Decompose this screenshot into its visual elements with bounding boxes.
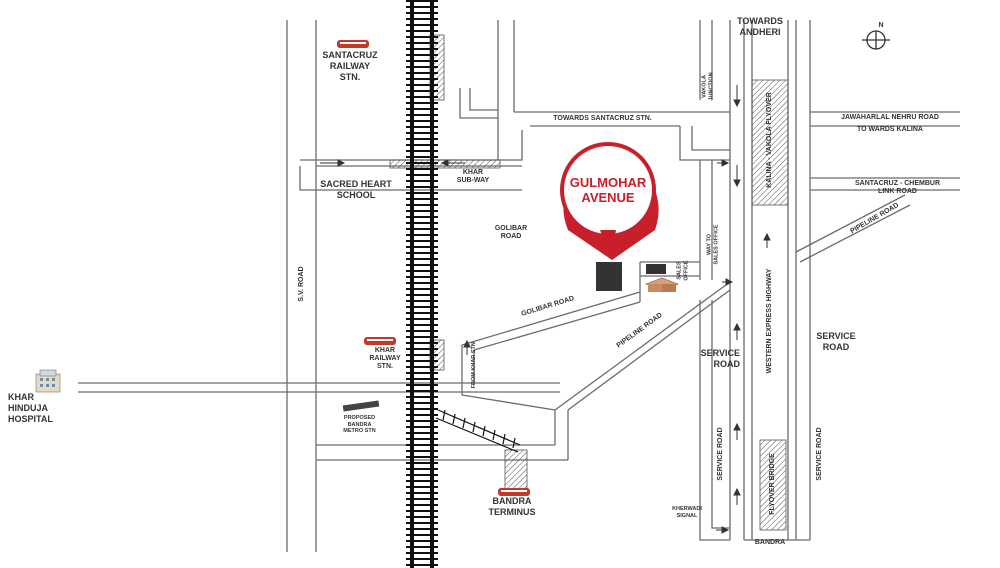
khar-subway-label: KHAR SUB-WAY [456,169,490,184]
proposed-bandra-metro-label: PROPOSED BANDRA METRO STN [343,415,376,434]
bandra-flyover-hatch [759,439,787,531]
towards-santacruz-stn-label: TOWARDS SANTACRUZ STN. [553,115,652,122]
hatched-areas [389,34,789,531]
sv-road-label: S.V. ROAD [298,266,305,302]
khar-railway-station-label: KHAR RAILWAY STN. [369,347,401,370]
flyover-bridge-label: FLYOVER BRIDGE [769,453,776,515]
location-pin [560,142,659,260]
sacred-heart-school-label: SACRED HEART SCHOOL [320,179,392,200]
service-road-mid-label: SERVICE ROAD [700,348,740,369]
khar-subway-road-top [300,130,523,161]
train-icon-santacruz [337,40,369,48]
golibar-road-label: GOLIBAR ROAD [494,225,528,240]
bandra-label: BANDRA [754,539,786,546]
kalina-flyover-hatch [751,79,789,206]
service-road-vertical-left-label: SERVICE ROAD [717,427,724,481]
metro-icon [342,400,380,412]
service-road-vertical-right-label: SERVICE ROAD [816,427,823,481]
project-name-label: GULMOHAR AVENUE [569,175,647,205]
gulmohar-building [596,262,622,291]
kherwadi-signal-label: KHERWADI SIGNAL [672,506,702,519]
santacruz-station-label: SANTACRUZ RAILWAY STN. [322,50,378,82]
bandra-terminus-hatch [504,449,528,491]
kalina-vakola-flyover-label: KALINA - VAKOLA FLYOVER [766,92,773,188]
western-express-highway-label: WESTERN EXPRESS HIGHWAY [766,268,773,374]
north-label: N [878,22,884,29]
sales-office-icon [645,277,679,293]
railway-line [406,0,438,568]
towards-kalina-label: TO WARDS KALINA [857,126,923,133]
khar-subway-road-bottom [299,166,316,191]
bandra-terminus-label: BANDRA TERMINUS [488,496,536,517]
train-icon-khar [364,337,396,345]
train-icon-bandra [498,488,530,496]
sales-office-building [646,264,666,274]
sales-office-label: SALES OFFICE [676,260,690,281]
from-khar-stn-label: FROM KHAR STN [470,342,477,389]
vakola-junction-label: VAKOLA JUNCTION [701,72,715,101]
khar-hinduja-hospital-label: KHAR HINDUJA HOSPITAL [8,392,53,424]
hospital-icon [35,369,61,393]
towards-andheri-label: TOWARDS ANDHERI [737,16,783,37]
santacruz-chembur-link-road-label: SANTACRUZ - CHEMBUR LINK ROAD [854,180,941,195]
north-arrow-icon [862,30,890,50]
service-road-right-label: SERVICE ROAD [816,331,856,352]
terminus-spur [435,409,521,453]
way-to-sales-office-label: WAY TO SALES OFFICE [706,224,720,265]
jawaharlal-nehru-road-label: JAWAHARLAL NEHRU ROAD [841,114,939,121]
direction-arrows [320,85,771,534]
